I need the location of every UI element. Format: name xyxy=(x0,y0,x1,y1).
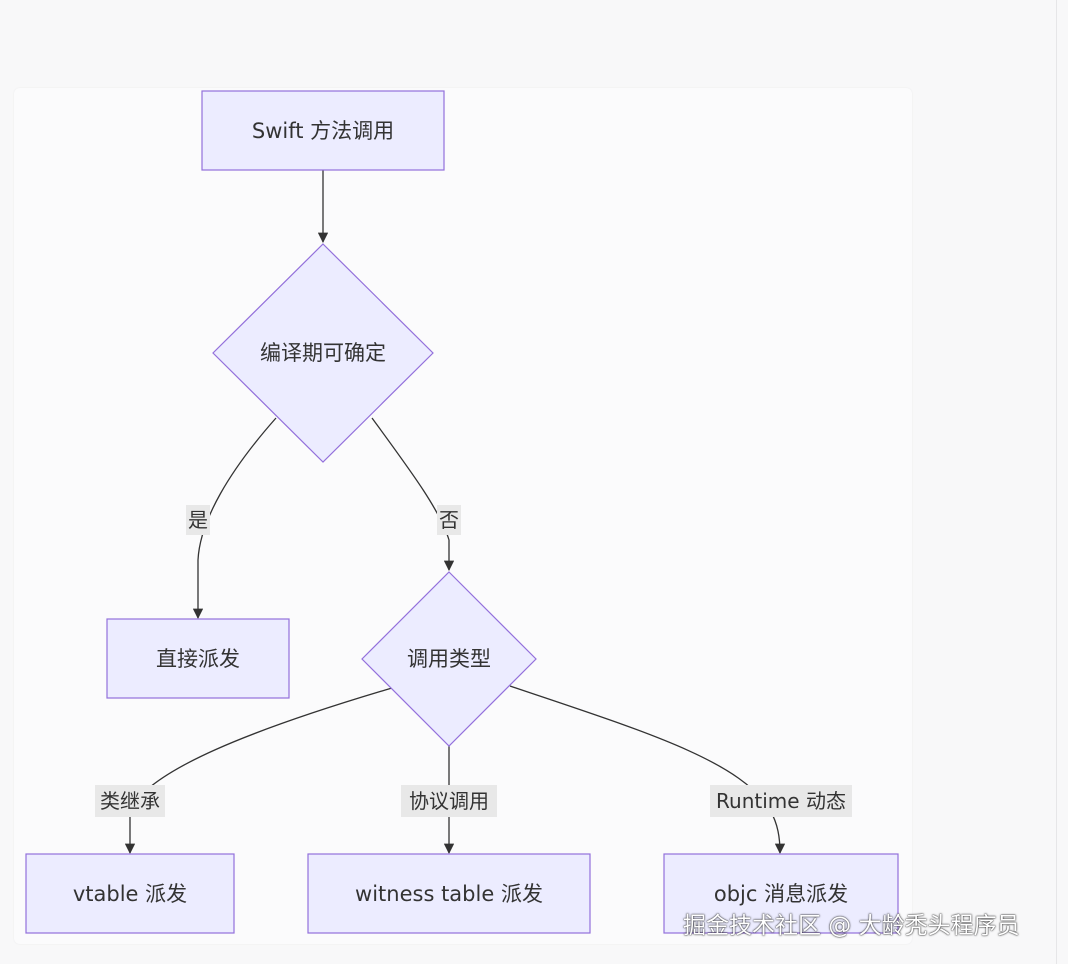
node-objc-message-dispatch: objc 消息派发 xyxy=(663,853,899,934)
svg-text:编译期可确定: 编译期可确定 xyxy=(260,341,386,365)
node-vtable-dispatch: vtable 派发 xyxy=(25,853,235,934)
edge-label-no: 否 xyxy=(437,505,461,535)
edge-class-inheritance xyxy=(124,687,393,855)
edge-runtime-dynamic xyxy=(509,685,786,855)
svg-text:是: 是 xyxy=(188,508,208,532)
edge-label-yes: 是 xyxy=(186,505,210,535)
svg-text:Swift 方法调用: Swift 方法调用 xyxy=(252,119,394,143)
edge-yes xyxy=(192,417,277,620)
node-witness-table-dispatch: witness table 派发 xyxy=(307,853,591,934)
edge-no xyxy=(371,417,455,572)
edge-label-protocol-call: 协议调用 xyxy=(401,785,497,817)
node-direct-dispatch: 直接派发 xyxy=(106,618,290,699)
svg-text:直接派发: 直接派发 xyxy=(156,647,240,671)
node-decision-call-type: 调用类型 xyxy=(361,571,537,747)
svg-text:协议调用: 协议调用 xyxy=(409,789,489,813)
svg-text:witness table 派发: witness table 派发 xyxy=(355,882,543,906)
svg-text:类继承: 类继承 xyxy=(100,789,160,813)
node-decision-compile-time: 编译期可确定 xyxy=(212,243,434,463)
watermark: 掘金技术社区 @ 大龄秃头程序员 xyxy=(683,913,1020,939)
page-edge-divider xyxy=(1056,0,1057,964)
node-swift-method-call: Swift 方法调用 xyxy=(201,90,445,171)
svg-text:调用类型: 调用类型 xyxy=(407,647,491,671)
svg-text:vtable 派发: vtable 派发 xyxy=(73,882,187,906)
svg-text:否: 否 xyxy=(439,508,459,532)
svg-text:objc 消息派发: objc 消息派发 xyxy=(714,882,848,906)
svg-text:Runtime 动态: Runtime 动态 xyxy=(716,789,846,813)
edge-label-class-inheritance: 类继承 xyxy=(95,785,165,817)
edge-label-runtime-dynamic: Runtime 动态 xyxy=(710,785,852,817)
